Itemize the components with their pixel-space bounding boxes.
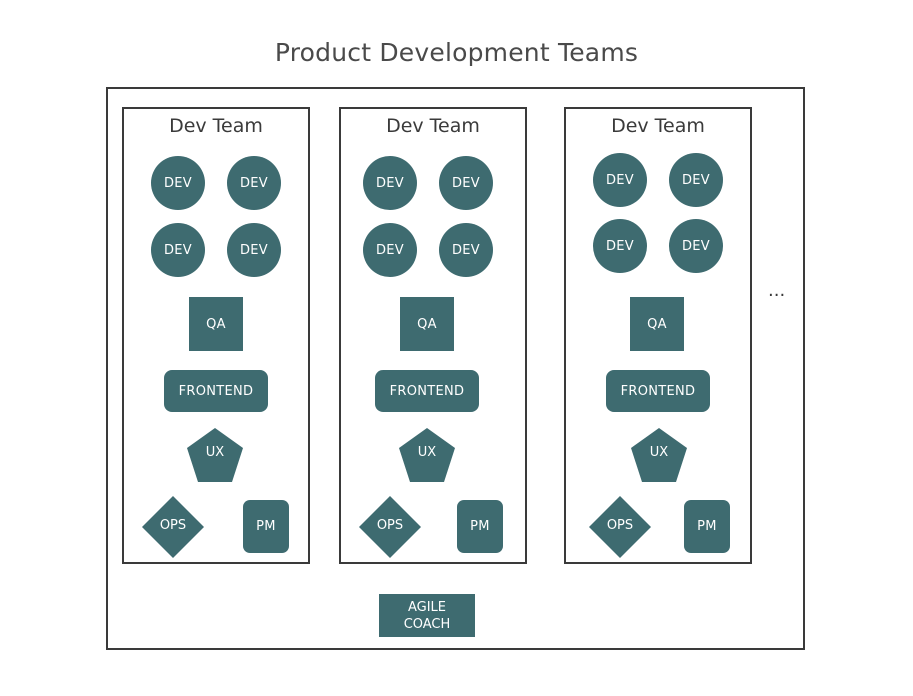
dev-member: DEV xyxy=(227,223,281,277)
agile-coach-line2: COACH xyxy=(403,616,451,632)
pm-member: PM xyxy=(684,500,730,553)
agile-coach: AGILE COACH xyxy=(379,594,475,637)
agile-coach-line1: AGILE xyxy=(407,599,447,615)
ops-label: OPS xyxy=(606,518,634,533)
dev-team-2: Dev Team xyxy=(339,107,527,564)
dev-member: DEV xyxy=(151,223,205,277)
dev-member: DEV xyxy=(363,223,417,277)
diamond-shape xyxy=(359,496,421,558)
pm-member: PM xyxy=(243,500,289,553)
qa-member: QA xyxy=(630,297,684,351)
dev-member: DEV xyxy=(669,153,723,207)
frontend-member: FRONTEND xyxy=(164,370,268,412)
ops-label: OPS xyxy=(376,518,404,533)
qa-member: QA xyxy=(189,297,243,351)
ops-member: OPS xyxy=(589,496,651,558)
dev-member: DEV xyxy=(439,223,493,277)
pentagon-shape xyxy=(187,428,243,482)
dev-member: DEV xyxy=(593,219,647,273)
dev-member: DEV xyxy=(669,219,723,273)
dev-team-1: Dev Team xyxy=(122,107,310,564)
qa-member: QA xyxy=(400,297,454,351)
more-teams-ellipsis: ... xyxy=(768,280,786,301)
ux-label: UX xyxy=(205,445,225,460)
dev-member: DEV xyxy=(363,156,417,210)
ux-label: UX xyxy=(649,445,669,460)
pentagon-shape xyxy=(399,428,455,482)
ux-label: UX xyxy=(417,445,437,460)
product-development-container xyxy=(106,87,805,650)
dev-member: DEV xyxy=(227,156,281,210)
dev-member: DEV xyxy=(439,156,493,210)
dev-member: DEV xyxy=(593,153,647,207)
diagram-title: Product Development Teams xyxy=(274,38,639,67)
dev-team-3: Dev Team xyxy=(564,107,752,564)
team-label: Dev Team xyxy=(386,115,480,137)
frontend-member: FRONTEND xyxy=(606,370,710,412)
pm-member: PM xyxy=(457,500,503,553)
team-label: Dev Team xyxy=(169,115,263,137)
ops-label: OPS xyxy=(159,518,187,533)
diamond-shape xyxy=(589,496,651,558)
ux-member: UX xyxy=(398,427,456,483)
ops-member: OPS xyxy=(142,496,204,558)
ux-member: UX xyxy=(630,427,688,483)
ops-member: OPS xyxy=(359,496,421,558)
ux-member: UX xyxy=(186,427,244,483)
dev-member: DEV xyxy=(151,156,205,210)
pentagon-shape xyxy=(631,428,687,482)
diamond-shape xyxy=(142,496,204,558)
frontend-member: FRONTEND xyxy=(375,370,479,412)
team-label: Dev Team xyxy=(611,115,705,137)
